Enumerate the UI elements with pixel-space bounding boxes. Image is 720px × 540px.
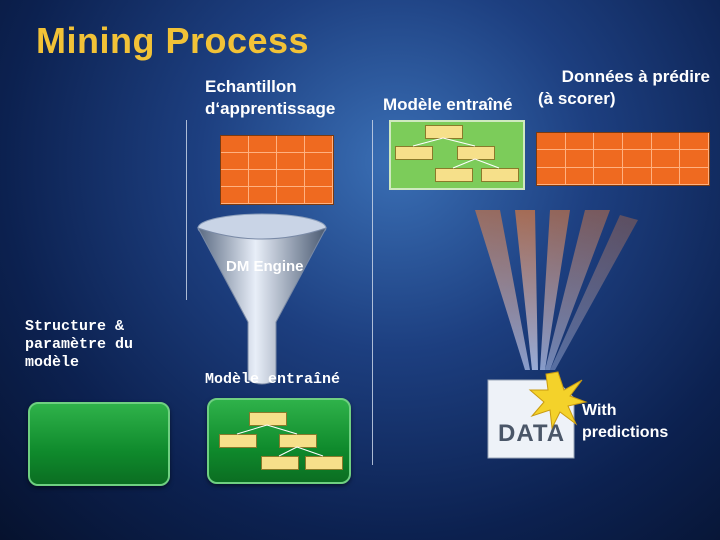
tree-connectors: [412, 137, 500, 169]
prediction-data-label: Données à prédire (à scorer): [538, 67, 710, 108]
training-data-table: [220, 135, 334, 205]
prediction-data-table: [536, 132, 710, 186]
structure-parameters-label: Structure & paramètre du modèle: [25, 318, 134, 371]
trained-model-tree-top: [389, 120, 525, 190]
slide-title: Mining Process: [36, 20, 310, 61]
divider-line-right: [372, 120, 373, 465]
starburst-icon: [528, 371, 588, 430]
divider-line-left: [186, 120, 187, 300]
structure-box: [28, 402, 170, 486]
training-sample-label: Echantillon d‘apprentissage: [205, 77, 336, 118]
trained-model-top-label: Modèle entraîné: [383, 95, 513, 114]
converging-arrows: [475, 210, 638, 370]
trained-model-box: [207, 398, 351, 484]
dm-engine-label: DM Engine: [226, 258, 304, 275]
tree-connectors-bottom: [236, 424, 324, 457]
dm-engine-funnel-icon: [196, 213, 328, 385]
with-predictions-label: With predictions: [582, 402, 669, 441]
trained-model-bottom-label: Modèle entraîné: [205, 371, 341, 388]
